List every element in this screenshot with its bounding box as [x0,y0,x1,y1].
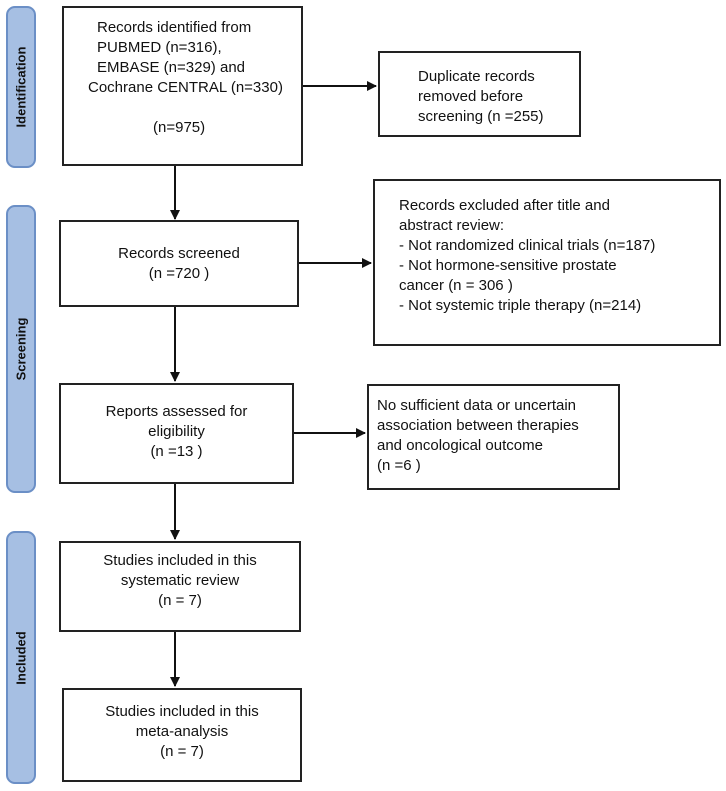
box-line: (n =6 ) [377,457,421,474]
box-line: and oncological outcome [377,437,543,454]
box-line: Studies included in this [103,552,257,569]
box-line: Records screened [118,245,240,262]
phase-screening: Screening [6,205,36,493]
box-line: eligibility [148,423,205,440]
box-line: - Not systemic triple therapy (n=214) [399,297,642,314]
box-line: systematic review [120,572,240,589]
box-line: (n=975) [153,119,206,136]
box-line: removed before [418,88,524,105]
box-line: cancer (n = 306 ) [399,277,513,294]
box-line: (n =720 ) [148,265,210,282]
reports-excluded-box: No sufficient data or uncertain associat… [367,384,620,490]
box-line: meta-analysis [135,723,229,740]
phase-identification: Identification [6,6,36,168]
box-line: Records identified from [97,19,252,36]
box-line: Records excluded after title and [399,197,610,214]
box-line: Studies included in this [105,703,259,720]
box-line: Cochrane CENTRAL (n=330) [88,79,283,96]
box-line: abstract review: [399,217,505,234]
records-screened-box: Records screened (n =720 ) [59,220,299,307]
box-line: EMBASE (n=329) and [97,59,246,76]
box-line: screening (n =255) [418,108,544,125]
box-line: Duplicate records [418,68,535,85]
box-line: No sufficient data or uncertain [377,397,577,414]
box-line: - Not randomized clinical trials (n=187) [399,237,656,254]
meta-analysis-box: Studies included in this meta-analysis (… [62,688,302,782]
systematic-review-box: Studies included in this systematic revi… [59,541,301,632]
box-line: (n =13 ) [150,443,203,460]
records-identified-box: Records identified from PUBMED (n=316), … [62,6,303,166]
box-line: - Not hormone-sensitive prostate [399,257,617,274]
box-line: PUBMED (n=316), [97,39,222,56]
box-line: (n = 7) [158,592,202,609]
records-excluded-box: Records excluded after title and abstrac… [373,179,721,346]
box-line: Reports assessed for [105,403,248,420]
phase-included: Included [6,531,36,784]
box-line: (n = 7) [160,743,204,760]
duplicates-removed-box: Duplicate records removed before screeni… [378,51,581,137]
box-line [97,98,301,118]
reports-assessed-box: Reports assessed for eligibility (n =13 … [59,383,294,484]
box-line: association between therapies [377,417,579,434]
